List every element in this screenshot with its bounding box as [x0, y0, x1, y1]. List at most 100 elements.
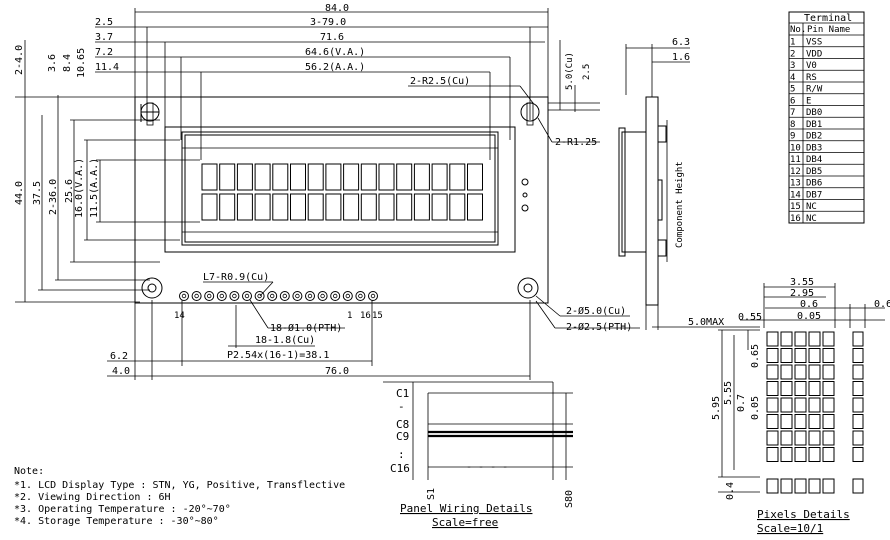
panel-c8: C8 [396, 418, 409, 431]
pin-hole [194, 293, 199, 299]
pin-pad [279, 291, 290, 301]
mount-hole-top-left [140, 102, 160, 126]
callout-cu50: 5.0(Cu) [565, 52, 575, 90]
pin-hole [307, 293, 313, 299]
panel-title: Panel Wiring Details [400, 502, 532, 515]
dim-7-2: 7.2 [95, 47, 113, 58]
dim-11-5-aa: 11.5(A.A.) [89, 158, 100, 218]
pixel-dot [780, 430, 793, 446]
pin-hole [345, 293, 350, 299]
pin-pad [254, 291, 265, 301]
svg-text::: : [398, 448, 405, 461]
panel-s80: S80 [564, 490, 575, 508]
mount-hole-bottom-left [141, 277, 163, 299]
note-line-2: *2. Viewing Direction : 6H [14, 492, 171, 503]
pin-pad [179, 291, 189, 301]
callouts: 2-R2.5(Cu) 2-R1.25 5.0(Cu) 2.5 L7-R0.9(C… [181, 40, 640, 366]
pin-pad [305, 291, 315, 301]
pixel-dot [822, 381, 835, 396]
dim-2-4: 2-4.0 [14, 45, 25, 75]
component-height: Component Height [675, 161, 685, 248]
panel-c16: C16 [390, 462, 410, 475]
dim-6-2: 6.2 [110, 351, 128, 362]
pixel-dot [766, 414, 779, 429]
terminal-row-no: 1 [790, 38, 795, 48]
dim-overall: 84.0 [325, 3, 349, 14]
dim-37-5: 37.5 [32, 181, 43, 205]
callout-pth10: 18-Ø1.0(PTH) [270, 322, 342, 334]
panel-c1: C1 [396, 387, 409, 400]
pin-hole [206, 293, 212, 299]
pixel-dot [780, 414, 793, 429]
pixel-dot [794, 381, 807, 396]
pixel-dot-next [852, 364, 864, 380]
callout-pitch: P2.54x(16-1)=38.1 [227, 350, 329, 361]
dim-11-4: 11.4 [95, 62, 119, 73]
terminal-row-no: 13 [790, 179, 801, 189]
terminal-row-pin: E [806, 96, 811, 106]
terminal-row-pin: V0 [806, 61, 817, 71]
terminal-row-pin: NC [806, 202, 817, 212]
terminal-row-no: 8 [790, 120, 795, 130]
char-cell [467, 193, 483, 221]
module-front-view: 14 1 16 15 [134, 96, 549, 321]
character-grid [201, 163, 483, 221]
pix-0-6: 0.6 [800, 299, 818, 310]
terminal-row-no: 16 [790, 214, 801, 224]
mount-hole-top-right [520, 102, 540, 126]
pixels-details: 3.55 2.95 0.6 0.05 0.55 0.6 5.95 5.55 0.… [711, 277, 890, 535]
pixel-dot [822, 331, 835, 347]
terminal-row-no: 2 [790, 49, 795, 59]
pix-0-05-v: 0.05 [750, 396, 761, 420]
note-line-4: *4. Storage Temperature : -30°~80° [14, 516, 219, 527]
pixel-dot [780, 381, 793, 396]
char-cell [325, 193, 342, 221]
bottom-dimensions: 6.2 4.0 76.0 [107, 300, 531, 380]
notes-heading: Note: [14, 466, 44, 477]
pixel-dot-next [852, 381, 864, 396]
char-cell [325, 163, 342, 191]
pin-header [179, 291, 378, 301]
terminal-row-pin: DB2 [806, 132, 822, 142]
bezel-outline [164, 126, 516, 253]
pixel-dot [794, 430, 807, 446]
pixel-dot-next [852, 331, 864, 347]
terminal-row-pin: DB5 [806, 167, 822, 177]
pixel-dot [808, 364, 821, 380]
pixel-dot-next [852, 430, 864, 446]
terminal-row-pin: VDD [806, 49, 822, 59]
pix-5-95: 5.95 [711, 396, 722, 420]
pixel-dot [766, 381, 779, 396]
terminal-row-pin: VSS [806, 38, 822, 48]
dim-25-6: 25.6 [64, 179, 75, 203]
char-cell [290, 163, 306, 191]
pixel-dot [808, 381, 821, 396]
char-cell [413, 163, 430, 191]
pixels-scale: Scale=10/1 [757, 522, 823, 535]
pin-hole [232, 293, 237, 299]
callout-hole25: 2-Ø2.5(PTH) [566, 321, 632, 333]
pin-hole [282, 293, 287, 299]
terminal-row-no: 3 [790, 61, 795, 71]
char-cell [236, 163, 253, 191]
mount-hole-bottom-right [517, 277, 539, 299]
pixel-dot [822, 397, 835, 413]
pin-label-16: 16 [360, 311, 371, 321]
pixel-dot-cursor [794, 478, 807, 494]
pix-3-55: 3.55 [790, 277, 814, 288]
svg-text:-: - [398, 400, 405, 413]
dim-2-5: 2.5 [95, 17, 113, 28]
pin-pad [342, 291, 353, 301]
pin-hole [370, 293, 376, 299]
pixel-dot [808, 348, 821, 363]
pixel-dot [794, 447, 807, 462]
side-view: 6.3 1.6 Component Height 5.0MAX [618, 37, 760, 330]
pixel-dot-next [852, 397, 864, 413]
dim-4-0: 4.0 [112, 366, 130, 377]
pixel-dot [808, 447, 821, 462]
terminal-row-pin: DB0 [806, 108, 822, 118]
terminal-row-pin: R/W [806, 85, 823, 95]
pixel-dot-cursor [780, 478, 793, 494]
terminal-row-pin: DB3 [806, 143, 822, 153]
terminal-row-pin: DB6 [806, 179, 822, 189]
